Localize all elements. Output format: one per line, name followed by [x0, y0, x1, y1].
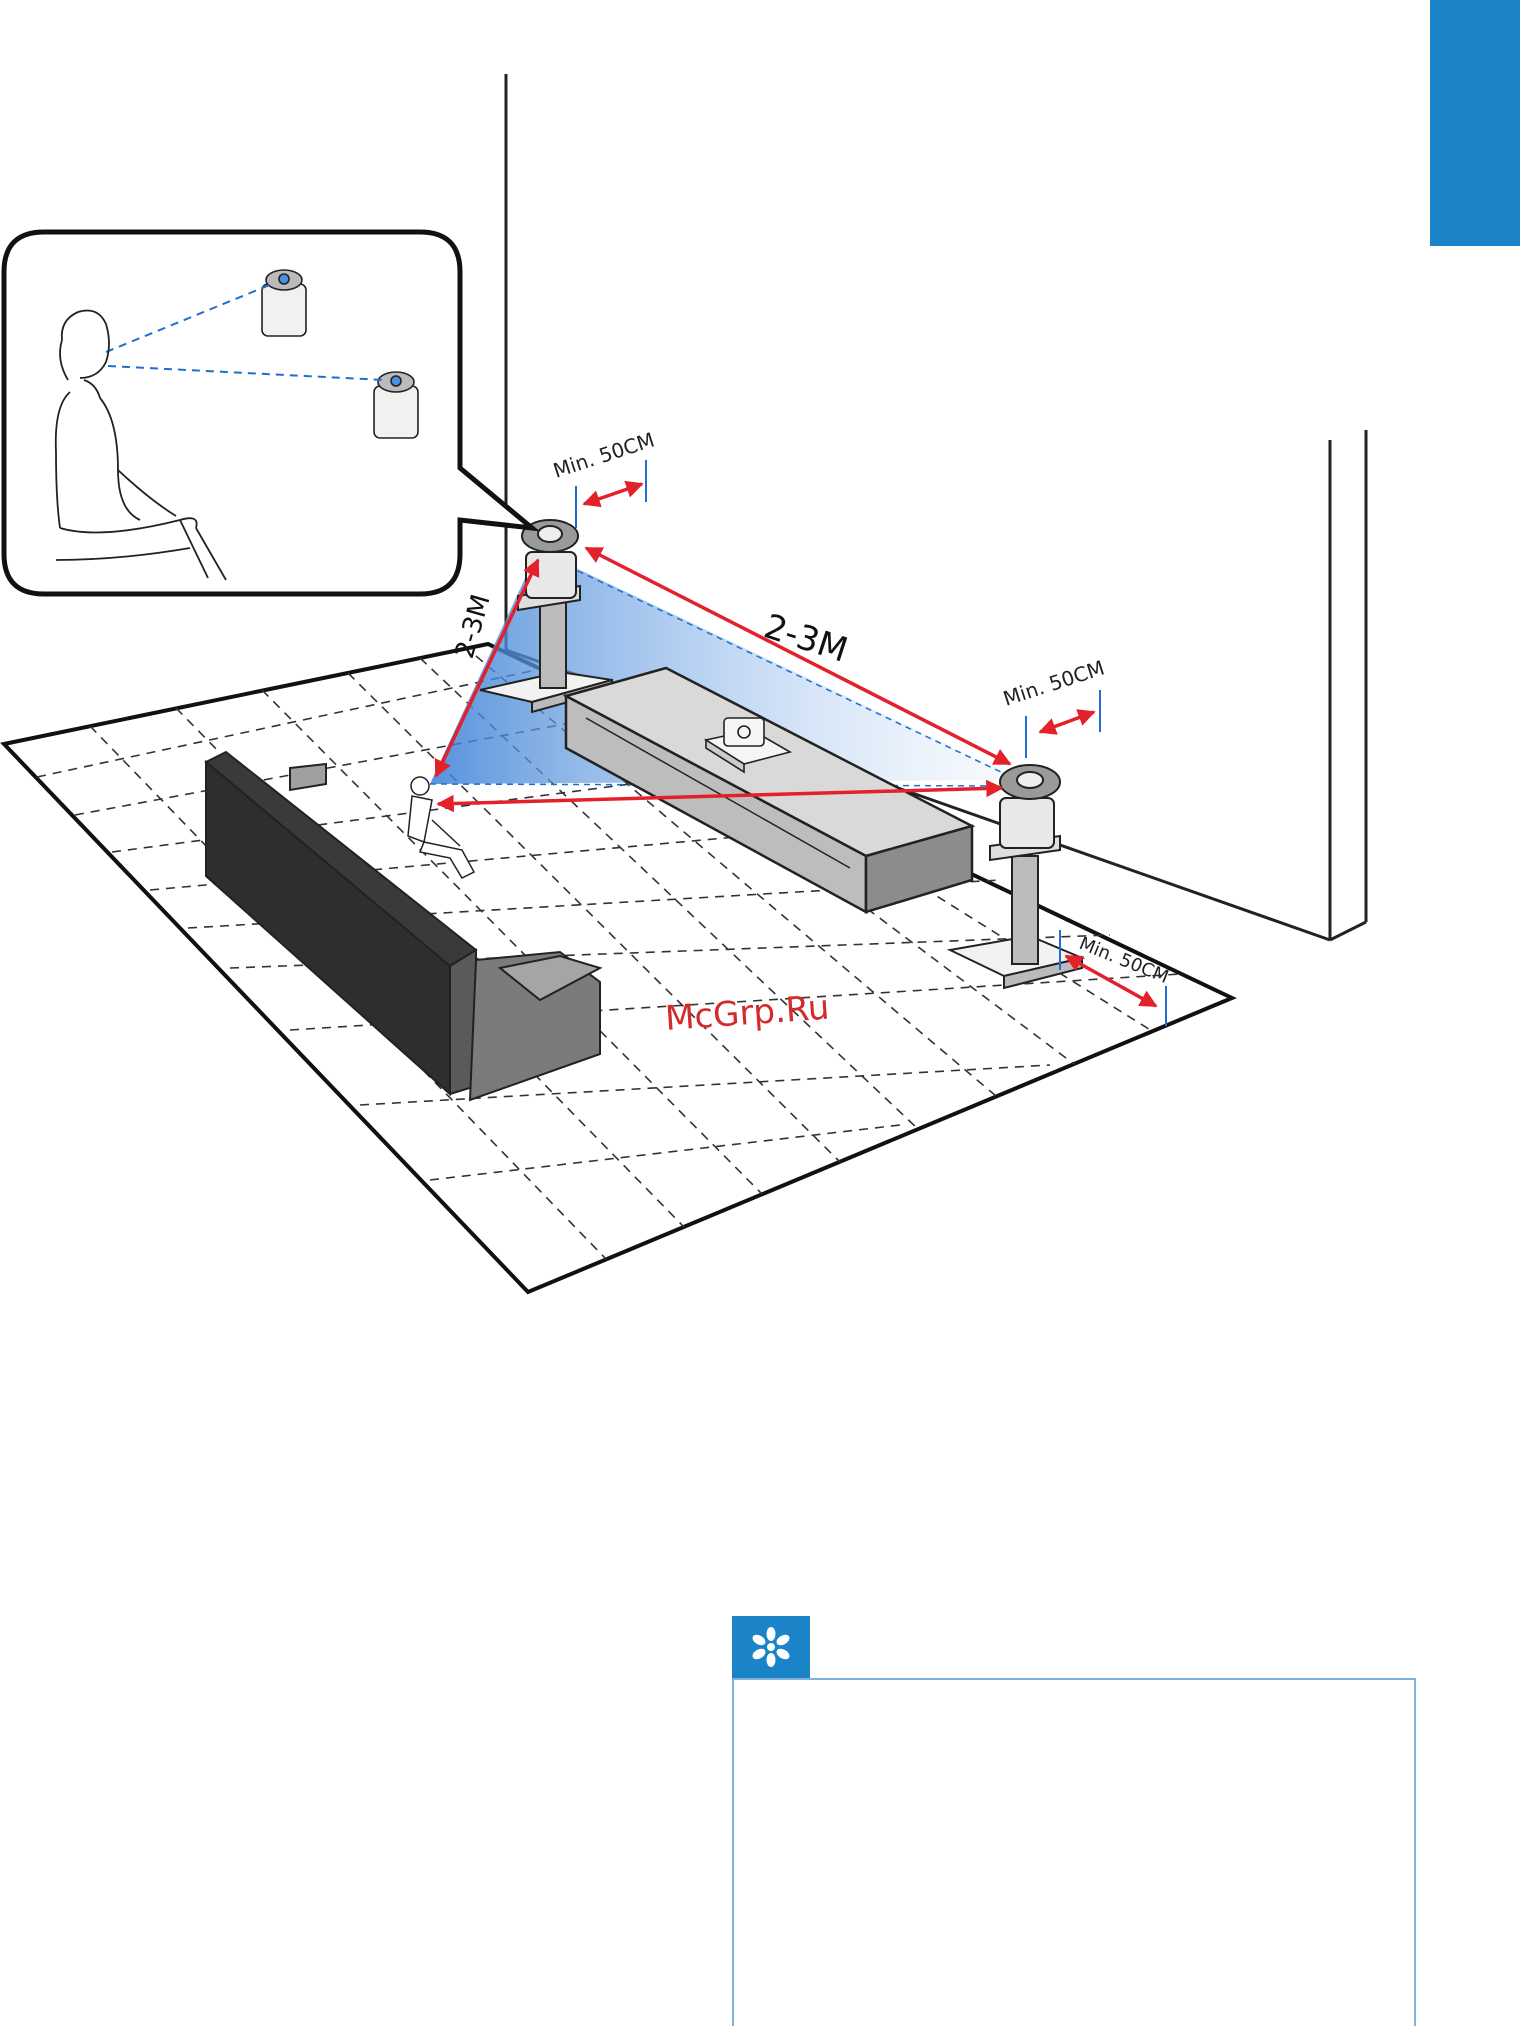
callout-speaker-top [262, 270, 306, 336]
tip-content-box [732, 1678, 1416, 2026]
watermark: McGrp.Ru [664, 988, 831, 1039]
speaker-placement-diagram: Min. 50CM Min. 50CM Min. 50CM 2-3M 2-3M … [0, 0, 1520, 1320]
label-min-front-left: Min. 50CM [550, 428, 657, 483]
asterisk-icon [749, 1625, 793, 1669]
tip-icon-container [732, 1616, 810, 1678]
listener-figure [408, 777, 474, 878]
callout-speaker-bottom [374, 372, 418, 438]
tip-panel [732, 1616, 1416, 2026]
sofa [206, 752, 600, 1100]
listener-callout [4, 232, 532, 594]
label-distance-left: 2-3M [450, 591, 497, 662]
label-min-front-right: Min. 50CM [1000, 656, 1107, 711]
